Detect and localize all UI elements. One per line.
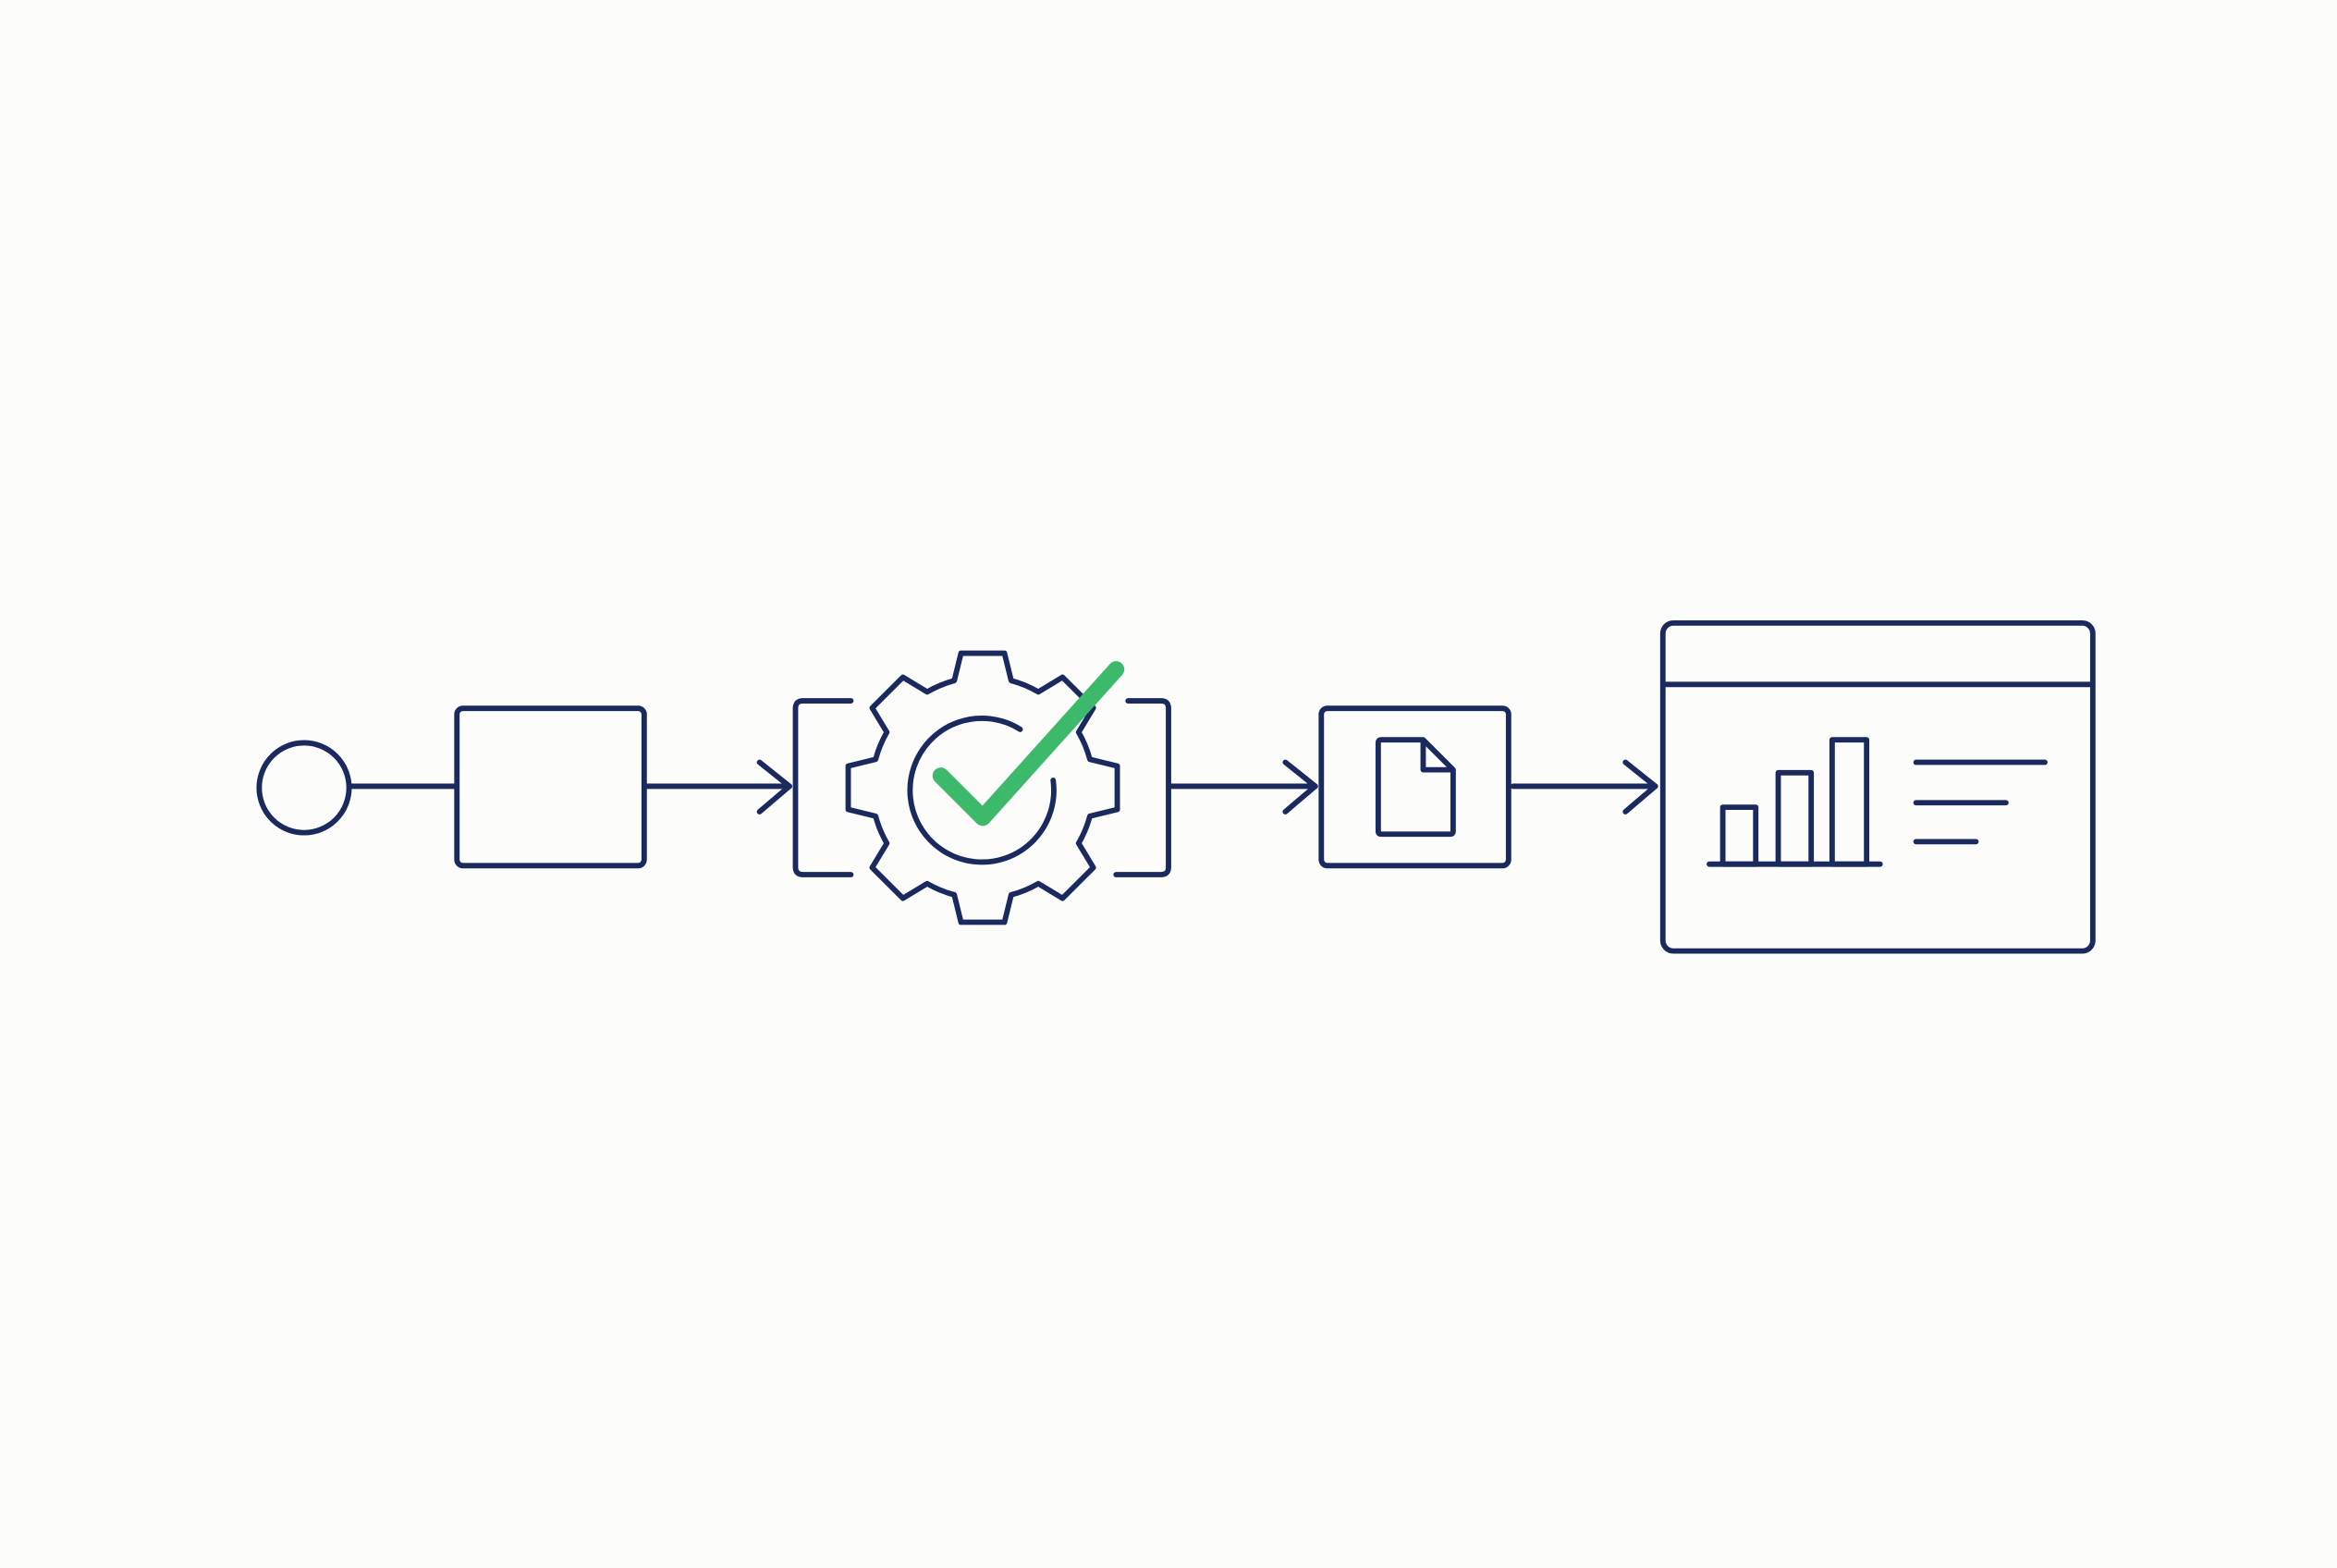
- left-bracket: [792, 698, 854, 877]
- chart-bar: [1719, 804, 1759, 867]
- document-step-box: [1318, 705, 1511, 869]
- gear-inner-ring: [907, 716, 1057, 865]
- arrowhead-icon: [1282, 759, 1318, 815]
- chart-bar: [1829, 737, 1870, 867]
- arrowhead-icon: [1622, 759, 1658, 815]
- chart-bar: [1775, 769, 1815, 867]
- gear-icon: [845, 650, 1120, 925]
- document-icon: [1375, 737, 1456, 838]
- dashboard-window: [1659, 619, 2096, 954]
- arrowhead-icon: [756, 759, 792, 815]
- right-bracket: [1113, 698, 1171, 877]
- checkmark-icon: [932, 661, 1125, 827]
